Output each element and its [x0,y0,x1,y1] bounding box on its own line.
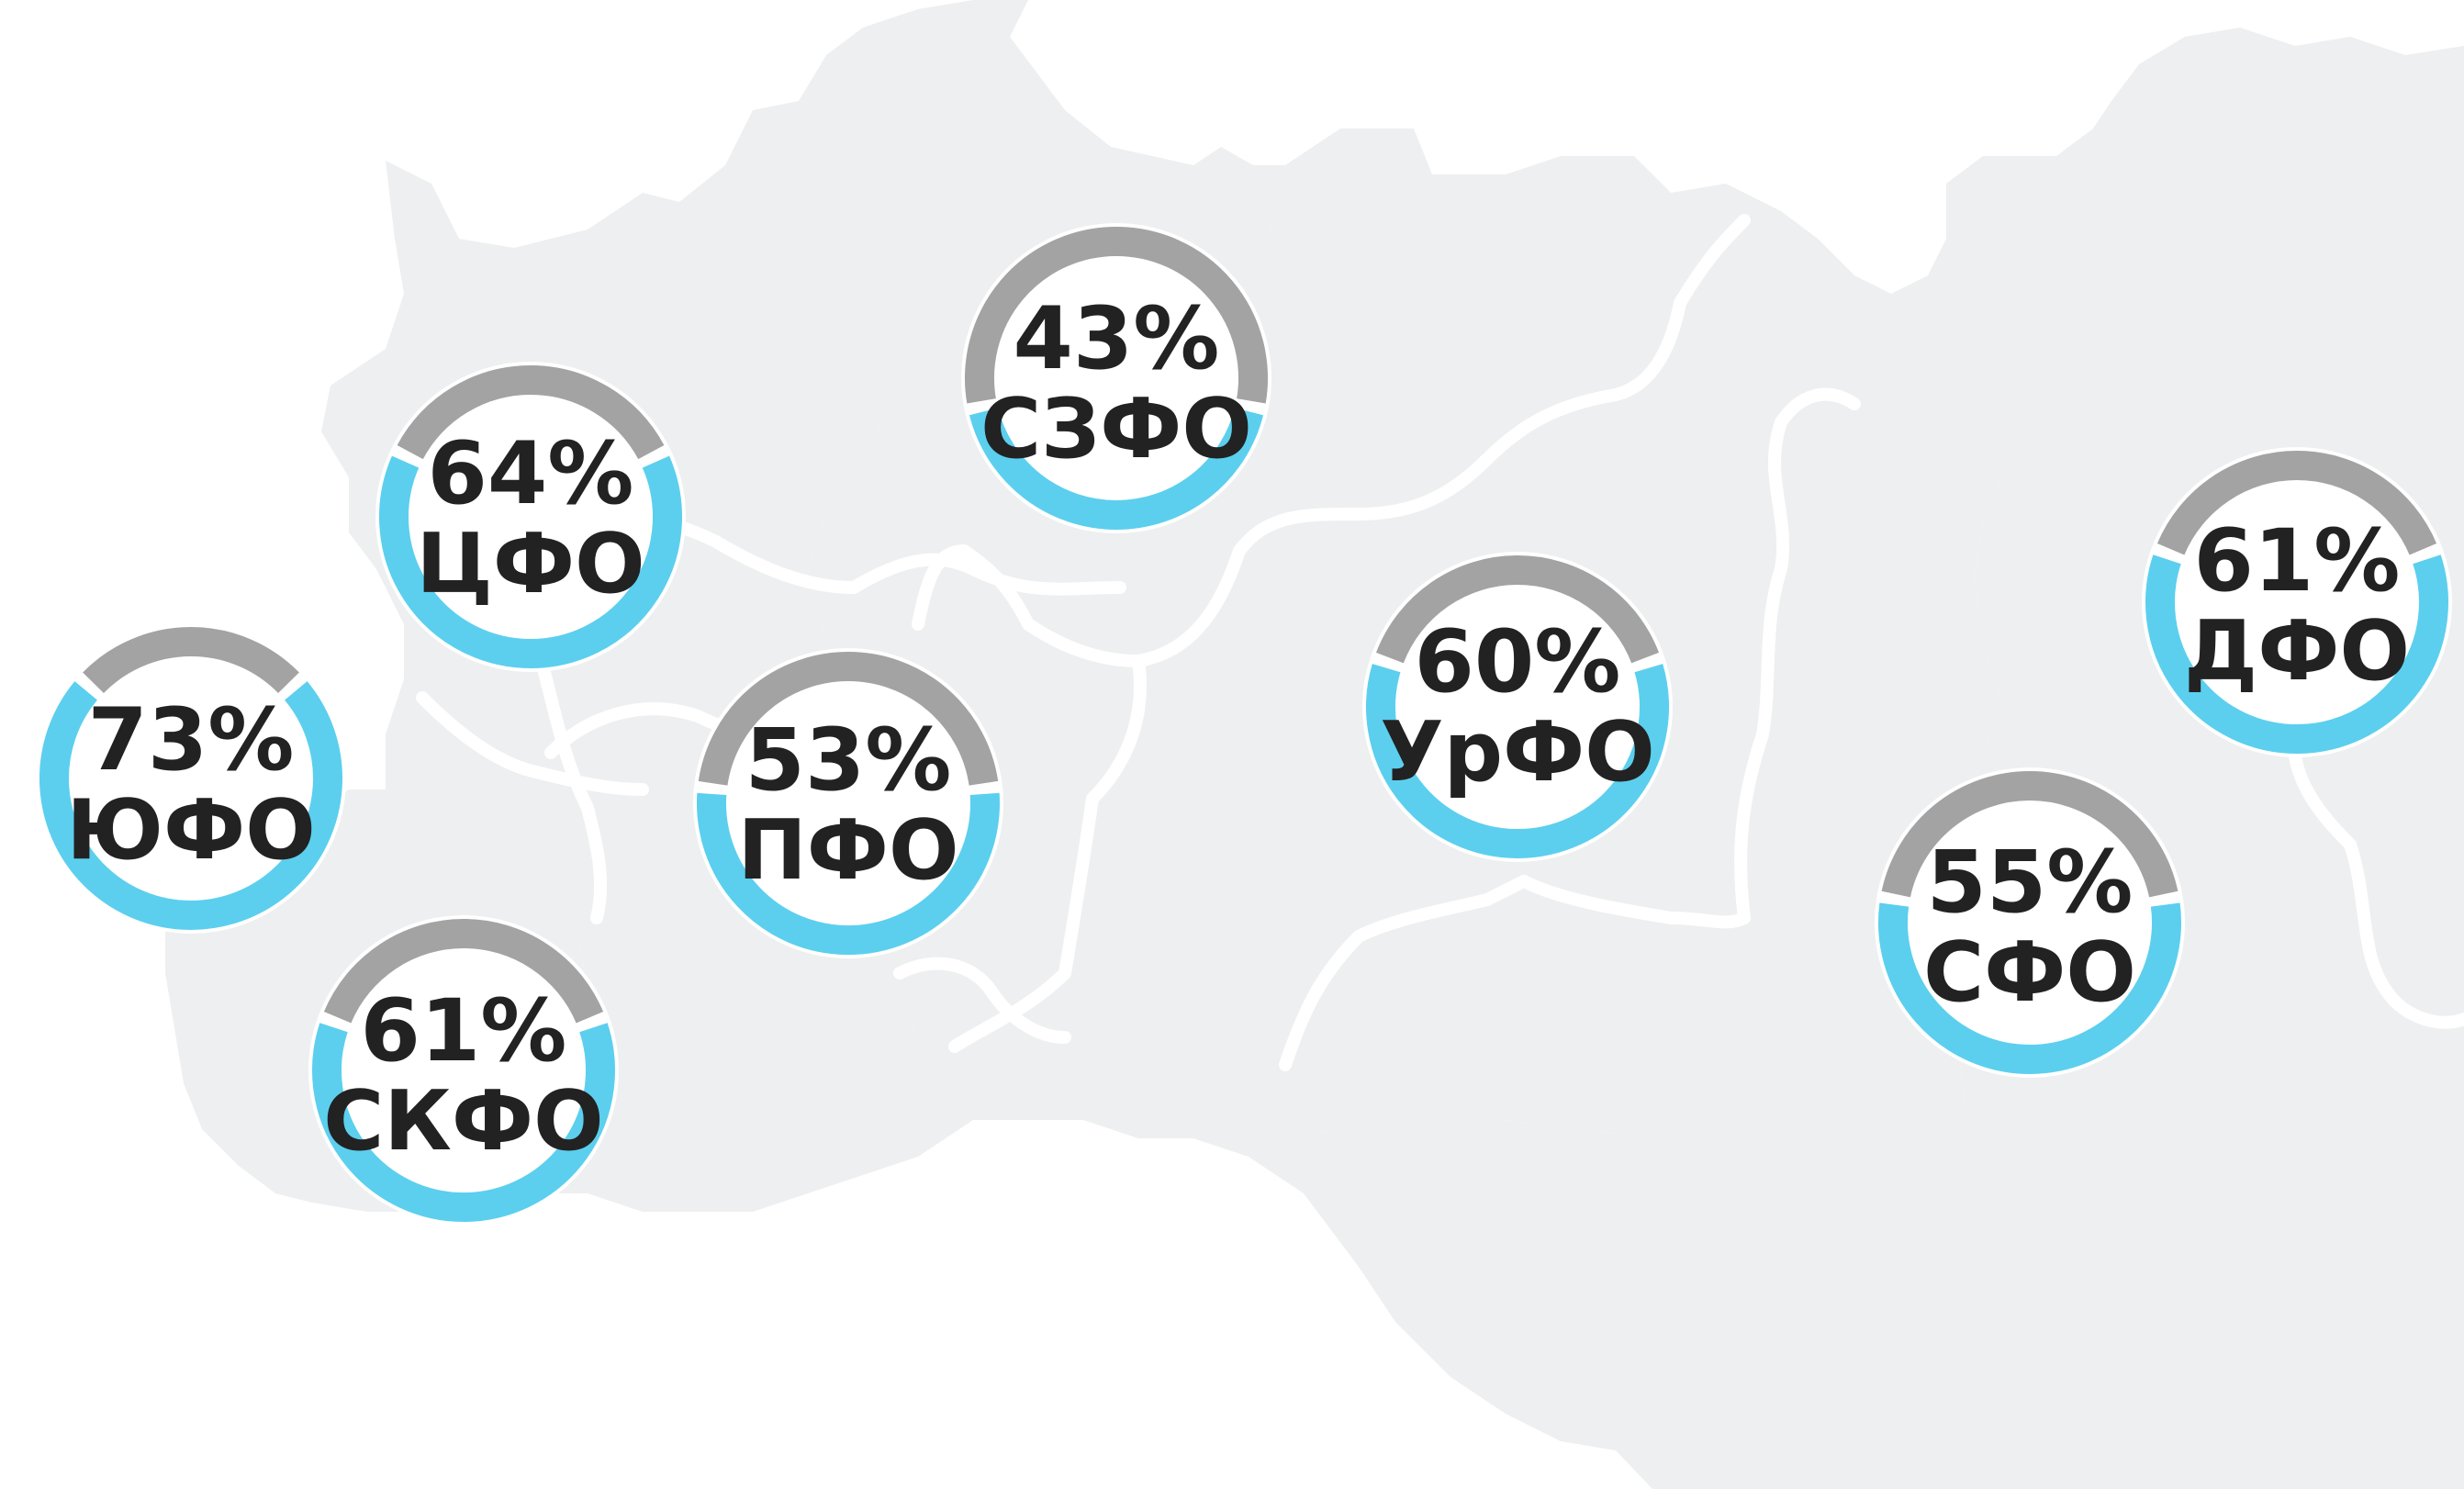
donut-share-arc [2145,554,2448,755]
district-donuts [36,223,2452,1226]
donut-hole [1910,802,2150,1043]
donut-label-dfo: 61% ДФО [2150,519,2444,693]
donut-region-text: СЗФО [980,381,1252,477]
border-line [1734,416,1790,924]
donut-label-cfo: 64% ЦФО [384,431,678,606]
donut-value-text: 53% [745,711,952,811]
border-line [1518,875,1751,929]
donut-value-text: 55% [1926,833,2134,933]
border-line [1775,387,1861,429]
donut-region-text: ЮФО [66,782,316,879]
donut-label-szfo: 43% СЗФО [969,297,1263,471]
donut-urfo [1362,552,1673,862]
donut-remainder-arc [698,652,999,786]
border-line [1058,655,1147,980]
donut-value-text: 43% [1013,289,1220,389]
donut-hole [1397,587,1638,827]
donut-label-skfo: 61% СКФО [317,989,610,1163]
donut-hole [996,258,1237,498]
donut-pfo [693,648,1003,958]
donut-value-text: 64% [427,424,634,524]
border-line [912,544,1145,667]
donut-hole [2177,482,2417,722]
donut-remainder-arc [2156,451,2437,555]
donut-share-arc [1878,902,2181,1074]
donut-remainder-arc [83,627,299,694]
donut-region-text: ДФО [2184,603,2410,700]
border-line [893,957,1071,1044]
donut-value-text: 61% [2193,511,2401,611]
donut-hole [343,950,584,1191]
donut-region-text: ЦФО [416,516,645,612]
donut-share-arc [39,681,342,930]
donut-share-arc [312,1023,615,1223]
donut-share-arc [969,408,1264,530]
donut-remainder-arc [1375,555,1660,664]
donut-cfo [375,362,686,672]
donut-value-text: 61% [360,981,567,1081]
donut-yufo [36,623,346,934]
donut-share-arc [379,455,682,668]
donut-region-text: ПФО [737,802,959,899]
donut-share-arc [1366,664,1669,858]
border-line [847,553,1126,596]
donut-label-pfo: 53% ПФО [701,718,995,892]
land-region-south [918,1001,2350,1489]
donut-hole [71,658,311,899]
donut-label-yufo: 73% ЮФО [44,698,338,872]
border-line [1132,453,1494,667]
donut-region-text: СКФО [323,1073,604,1170]
donut-remainder-arc [965,227,1268,404]
border-line [1279,875,1530,1071]
donut-remainder-arc [323,919,604,1024]
donut-remainder-arc [1881,771,2178,898]
donut-remainder-arc [397,365,665,460]
donut-label-sfo: 55% СФО [1883,840,2177,1014]
land-mass [165,0,2464,1489]
border-line [416,691,649,796]
border-line [1674,214,1751,309]
donut-region-text: УрФО [1380,704,1655,800]
donut-value-text: 73% [87,690,295,790]
donut-share-arc [697,792,1000,955]
land-region-east [1955,28,2464,1489]
donut-label-urfo: 60% УрФО [1371,620,1664,794]
donut-hole [410,397,651,637]
donut-region-text: СФО [1923,924,2136,1021]
donut-sfo [1875,767,2185,1078]
donut-value-text: 60% [1414,612,1621,712]
donut-hole [728,683,969,924]
donut-skfo [308,915,619,1226]
district-borders [388,214,2464,1071]
border-line [1481,297,1686,465]
donut-szfo [961,223,1271,533]
donut-dfo [2142,447,2452,757]
